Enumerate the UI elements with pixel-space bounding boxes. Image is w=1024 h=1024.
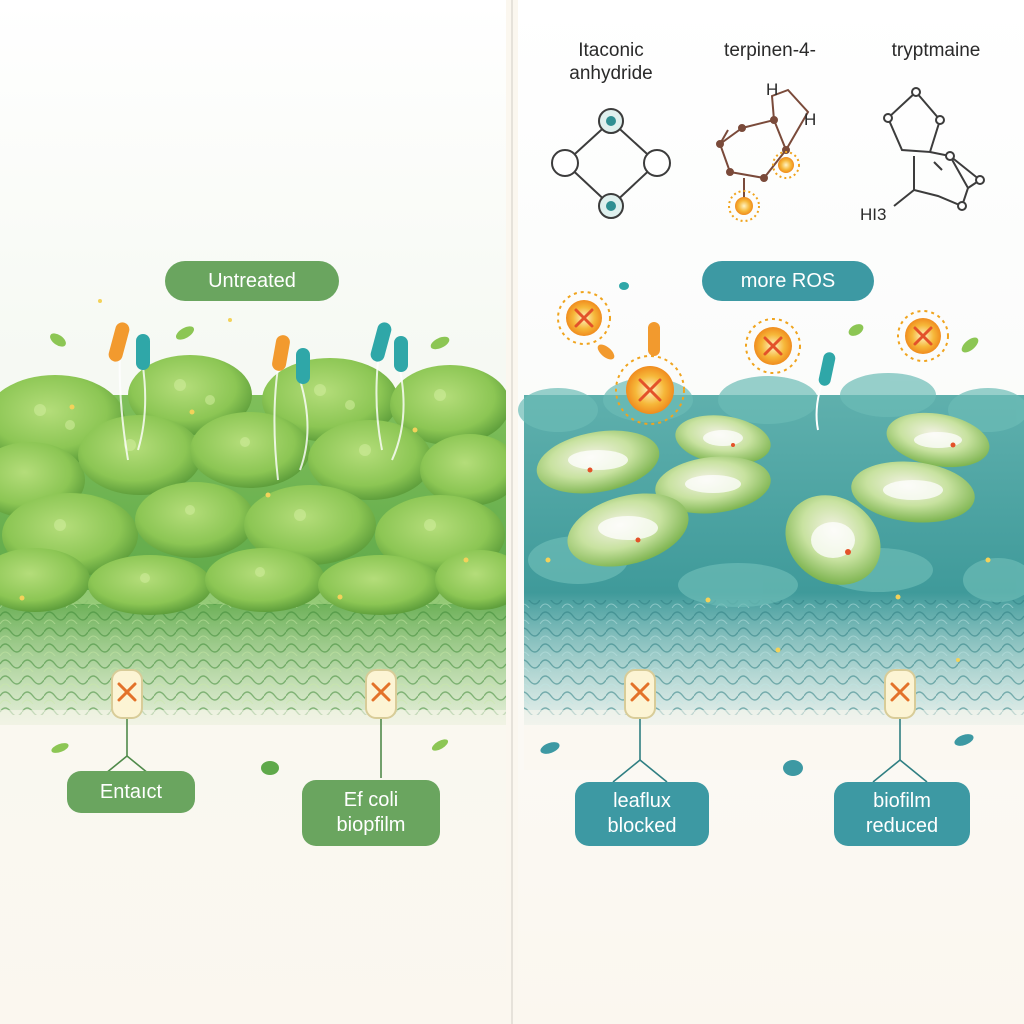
untreated-title: Untreated: [165, 261, 339, 301]
panel-divider: [511, 0, 513, 1024]
ecoli-biofilm-label: Ef coli biopfilm: [302, 780, 440, 846]
treated-tissue-illustration: [518, 0, 1024, 1024]
untreated-tissue-illustration: [0, 0, 506, 1024]
treated-panel: Itaconic anhydride terpinen-4- tryptmain…: [518, 0, 1024, 1024]
molecule-name-itaconic: Itaconic anhydride: [569, 40, 653, 84]
ros-burst-icon: [728, 151, 800, 222]
atom-label-h2: H: [804, 110, 817, 129]
tryptmaine-structure: [883, 87, 985, 211]
efflux-blocked-label: leaflux blocked: [575, 782, 709, 846]
inhibit-x-icon: [574, 308, 933, 402]
untreated-panel: Untreated Entaıct Ef coli biopfilm: [0, 0, 506, 1024]
atom-label-h1: H: [766, 80, 779, 99]
atom-label-hi3: HI3: [860, 205, 887, 224]
terpinen-structure: [716, 88, 810, 200]
bacteria-icon: [540, 282, 979, 776]
inhibit-x-icon: [117, 682, 391, 702]
leaf-cells: [0, 355, 506, 615]
intact-label: Entaıct: [67, 771, 195, 813]
molecule-name-tryptmaine: tryptmaine: [891, 40, 981, 61]
more-ros-title: more ROS: [702, 261, 874, 301]
biofilm-reduced-label: biofilm reduced: [834, 782, 970, 846]
molecule-name-terpinen: terpinen-4-: [724, 40, 816, 61]
itaconic-anhydride-structure: [551, 108, 671, 219]
bacteria-icon: [50, 322, 450, 775]
